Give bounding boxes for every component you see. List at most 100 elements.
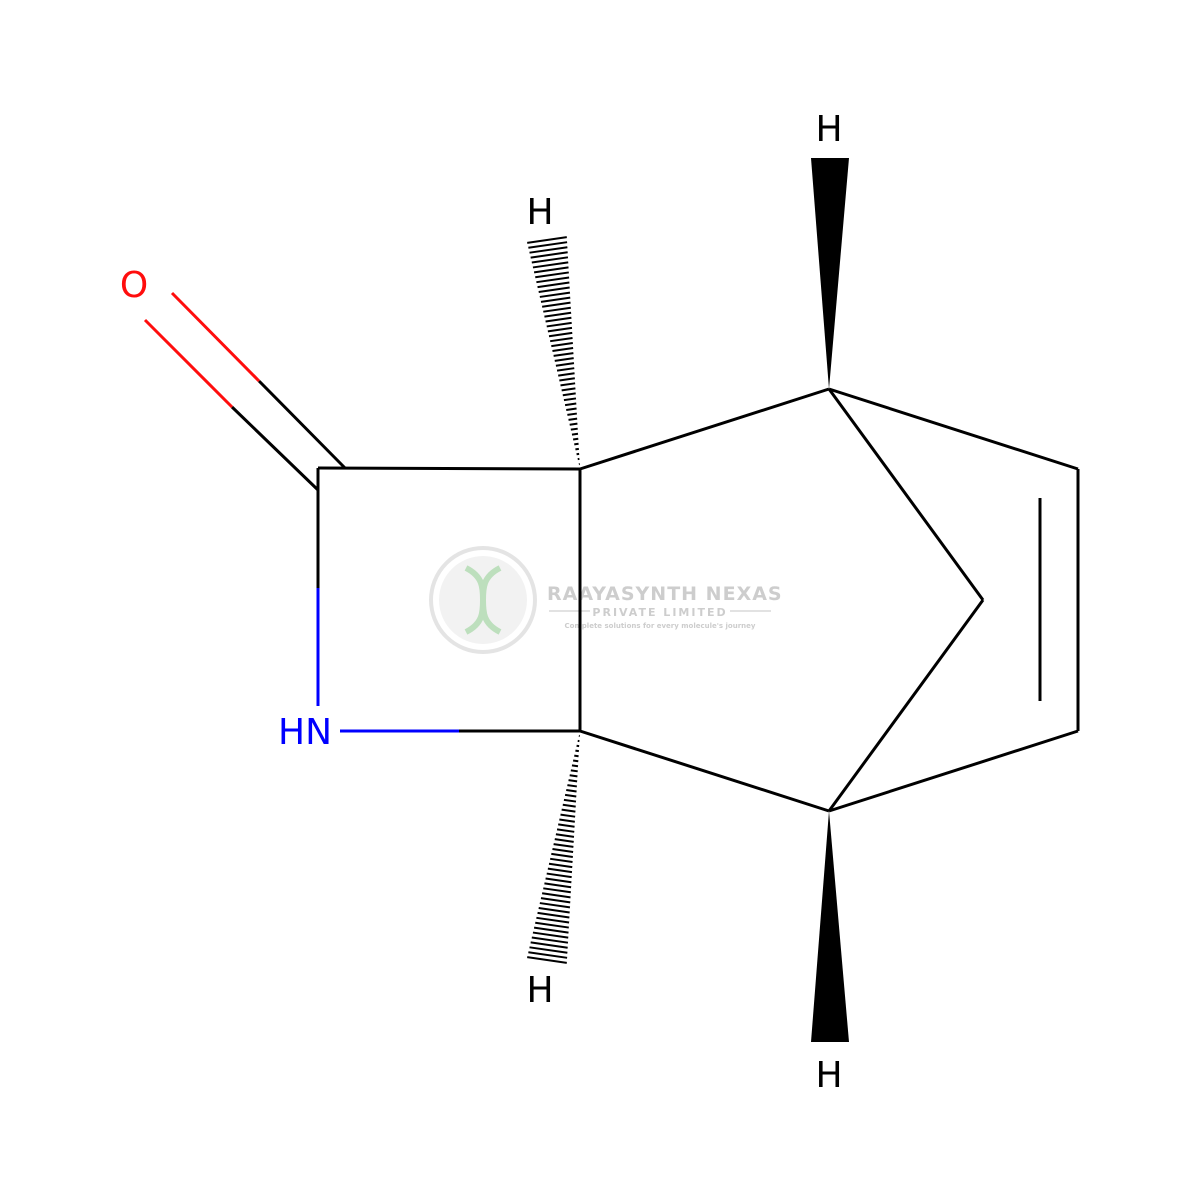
hash-stroke: [561, 387, 576, 392]
hash-stroke: [535, 271, 569, 279]
hash-stroke: [544, 311, 572, 318]
bond-co-double-lower-red: [143, 318, 234, 409]
hashed-bond-fusion-bottom-h: [527, 734, 580, 964]
hash-stroke: [564, 793, 577, 798]
hash-stroke: [558, 823, 575, 828]
hash-stroke: [568, 417, 578, 421]
hash-stroke: [545, 316, 572, 323]
hash-stroke: [528, 241, 568, 249]
bond-co-double-upper-black: [257, 379, 347, 470]
atom-label-hydrogen-bottom-left: H: [526, 970, 553, 1011]
hash-stroke: [551, 852, 573, 858]
hash-stroke: [550, 336, 573, 343]
hash-stroke: [570, 769, 578, 773]
watermark-dna-icon: [464, 565, 502, 635]
hash-stroke: [566, 407, 577, 411]
hash-stroke: [556, 828, 575, 833]
hash-stroke: [546, 321, 572, 328]
hash-stroke: [541, 892, 571, 899]
watermark: RAAYASYNTH NEXAS PRIVATE LIMITED Complet…: [429, 546, 783, 654]
hash-stroke: [572, 437, 579, 441]
bond-fusion-bottom-to-bridgehead: [579, 729, 830, 813]
hash-stroke: [552, 848, 574, 853]
hash-stroke: [548, 331, 573, 338]
hash-stroke: [566, 789, 577, 793]
hash-stroke: [552, 347, 574, 352]
hash-stroke: [546, 872, 572, 879]
hash-stroke: [571, 764, 579, 768]
wedge-bond-bridgehead-top-h: [811, 158, 849, 389]
hash-stroke: [533, 266, 569, 274]
hash-stroke: [562, 392, 576, 397]
bond-carbonyl-c-to-bridgehead: [317, 466, 581, 471]
hash-stroke: [556, 367, 575, 372]
wedge-bond-bridgehead-bottom-h: [811, 811, 849, 1042]
hash-stroke: [563, 798, 577, 803]
hash-stroke: [555, 833, 575, 838]
hash-stroke: [567, 412, 577, 416]
hash-stroke: [530, 251, 568, 259]
hash-stroke: [537, 911, 570, 919]
hash-stroke: [545, 877, 572, 884]
hash-stroke: [531, 256, 569, 264]
hashed-bond-fusion-top-h: [527, 236, 580, 466]
hash-stroke: [554, 357, 574, 362]
hash-stroke: [569, 774, 578, 778]
hash-stroke: [528, 951, 568, 959]
hash-stroke: [538, 906, 570, 914]
watermark-name: RAAYASYNTH NEXAS: [547, 583, 783, 605]
hash-stroke: [532, 931, 569, 939]
hash-stroke: [563, 397, 577, 402]
bond-co-double-lower-black: [230, 405, 320, 492]
hash-stroke: [527, 956, 567, 964]
hash-stroke: [572, 759, 579, 763]
hash-stroke: [536, 276, 570, 284]
hash-stroke: [553, 352, 574, 357]
hash-stroke: [564, 402, 577, 407]
hash-stroke: [560, 382, 576, 387]
hash-stroke: [532, 261, 569, 269]
hash-stroke: [544, 882, 572, 889]
hash-stroke: [527, 236, 567, 244]
bond-methylene-to-bridgehead-bottom: [827, 599, 985, 812]
hash-stroke: [568, 779, 578, 783]
atom-label-hydrogen-top-right: H: [815, 109, 842, 150]
hash-stroke: [539, 291, 571, 298]
hash-stroke: [530, 941, 568, 949]
bond-bridgehead-top-to-alkene: [828, 387, 1079, 471]
hash-stroke: [569, 422, 578, 426]
hash-stroke: [543, 306, 571, 313]
atom-label-hydrogen-bottom-right: H: [815, 1055, 842, 1096]
bond-alkene-to-bridgehead-bottom: [828, 729, 1079, 813]
hash-stroke: [548, 862, 573, 869]
hash-stroke: [559, 377, 575, 382]
atom-label-hydrogen-top-left: H: [526, 192, 553, 233]
hash-stroke: [555, 362, 575, 367]
hash-stroke: [562, 803, 576, 808]
atom-label-nitrogen: HN: [278, 712, 332, 753]
bond-co-double-upper-red: [170, 291, 261, 383]
hash-stroke: [558, 372, 575, 377]
watermark-logo-ring: [429, 546, 537, 654]
hash-stroke: [550, 857, 573, 864]
bond-bridgehead-top-to-methylene: [827, 388, 985, 601]
hash-stroke: [540, 296, 571, 303]
hash-stroke: [574, 754, 579, 758]
hash-stroke: [529, 946, 568, 954]
atom-label-oxygen: O: [120, 265, 148, 306]
hash-stroke: [553, 843, 574, 848]
hash-stroke: [551, 342, 573, 348]
hash-stroke: [539, 902, 571, 909]
hash-stroke: [543, 887, 571, 894]
watermark-tagline: Complete solutions for every molecule's …: [565, 622, 756, 630]
hash-stroke: [541, 301, 571, 308]
hash-stroke: [554, 838, 574, 843]
hash-stroke: [571, 432, 579, 436]
hash-stroke: [561, 808, 576, 813]
hash-stroke: [570, 427, 578, 431]
hash-stroke: [533, 926, 569, 934]
hash-stroke: [567, 784, 577, 788]
hash-stroke: [547, 326, 573, 333]
